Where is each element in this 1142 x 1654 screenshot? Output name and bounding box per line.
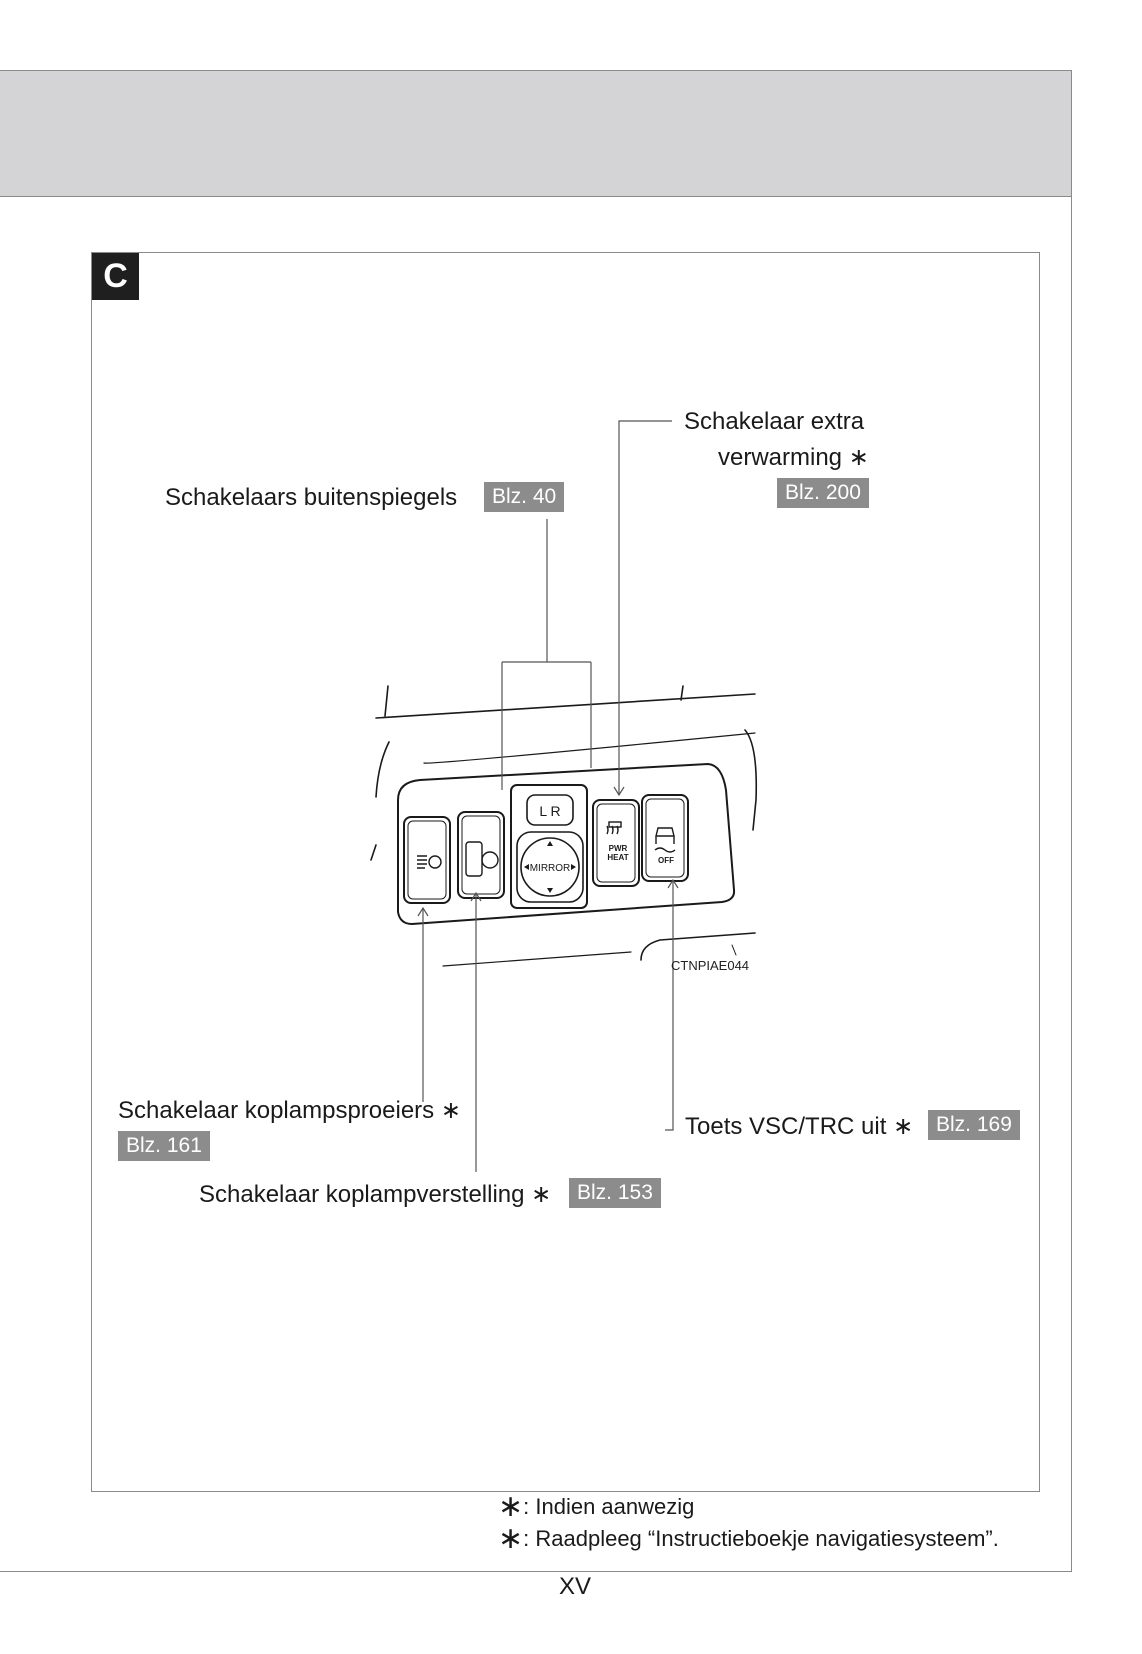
footnote-2-text: : Raadpleeg “Instructieboekje navigaties… — [523, 1526, 999, 1551]
leader-mirrors — [501, 519, 592, 790]
washer-icon-beams — [417, 855, 427, 869]
footnote-1-text: : Indien aanwezig — [523, 1494, 695, 1519]
pageref-headlamp-cleaner[interactable]: Blz. 161 — [118, 1131, 210, 1161]
dash-bottom-line — [442, 951, 632, 967]
page-frame-bottom — [0, 1571, 1072, 1572]
label-headlamp-cleaner-text: Schakelaar koplampsproeiers — [118, 1097, 435, 1124]
mirror-text: MIRROR — [530, 863, 571, 874]
heat-waves-icon — [606, 825, 619, 835]
label-vsc-trc-star: ∗ — [893, 1113, 914, 1140]
footnote-2: ∗: Raadpleeg “Instructieboekje navigatie… — [498, 1524, 999, 1554]
footnote-1: ∗: Indien aanwezig — [498, 1492, 695, 1522]
headlamp-icon — [428, 855, 442, 869]
dash-bottom-curve — [640, 932, 756, 961]
label-mirror-switches: Schakelaars buitenspiegels — [165, 484, 458, 511]
heat-text: HEAT — [607, 853, 628, 862]
image-code: CTNPIAE044 — [671, 958, 750, 973]
switch-bezel — [397, 762, 736, 926]
footnote-2-symbol: ∗ — [498, 1522, 524, 1555]
skid-car-icon — [654, 827, 676, 853]
page-frame-right — [1071, 70, 1072, 1572]
pageref-extra-heating[interactable]: Blz. 200 — [777, 478, 869, 508]
footnote-1-symbol: ∗ — [498, 1490, 524, 1523]
mirror-arrow-up-icon — [547, 841, 553, 846]
mirror-arrow-down-icon — [547, 888, 553, 893]
dash-line-top — [375, 693, 756, 719]
mirror-module-body — [510, 784, 588, 909]
label-extra-heating-line1: Schakelaar extra — [684, 408, 865, 435]
code-leader — [731, 944, 737, 956]
leader-vsc-trc — [665, 880, 674, 1131]
label-headlamp-leveling-star: ∗ — [531, 1181, 552, 1208]
pwr-text: PWR — [609, 844, 628, 853]
leveling-dial-body — [457, 811, 505, 899]
mirror-arrow-left-icon — [524, 864, 529, 870]
section-badge: C — [92, 253, 139, 300]
label-headlamp-cleaner-star: ∗ — [440, 1097, 461, 1124]
dash-curve-right — [423, 732, 756, 764]
label-vsc-trc: Toets VSC/TRC uit ∗ — [685, 1113, 913, 1141]
leader-headlamp-cleaner-arrow — [417, 906, 429, 917]
label-extra-heating-star: ∗ — [848, 444, 869, 471]
mirror-joystick-surround — [516, 831, 584, 903]
dash-tick-left — [384, 685, 389, 717]
header-band — [0, 70, 1072, 197]
leader-headlamp-leveling-arrow — [470, 891, 482, 902]
mirror-arrow-right-icon — [571, 864, 576, 870]
dash-curve-left-2 — [370, 844, 377, 861]
label-extra-heating-text: verwarming — [718, 444, 843, 471]
leveling-wheel-icon — [465, 841, 483, 877]
dash-curve-left — [375, 741, 390, 798]
leader-extra-heating — [618, 420, 672, 795]
page-number: XV — [558, 1573, 591, 1600]
label-vsc-trc-text: Toets VSC/TRC uit — [685, 1113, 887, 1140]
pageref-vsc-trc[interactable]: Blz. 169 — [928, 1110, 1020, 1140]
label-headlamp-leveling: Schakelaar koplampverstelling ∗ — [199, 1181, 551, 1209]
dash-tick-right — [680, 685, 684, 701]
content-panel — [91, 252, 1040, 1492]
headlamp-cleaner-switch-body — [403, 816, 451, 904]
heat-switch-body — [592, 799, 640, 887]
leader-extra-heating-arrow — [613, 786, 625, 797]
label-headlamp-leveling-text: Schakelaar koplampverstelling — [199, 1181, 525, 1208]
off-text: OFF — [658, 856, 674, 865]
label-extra-heating-line2: verwarming ∗ — [718, 444, 869, 472]
mirror-joystick — [520, 837, 580, 897]
heat-indicator-lamp — [608, 821, 622, 828]
vsc-switch-body — [641, 794, 689, 882]
dash-curve-right-2 — [744, 729, 758, 831]
mirror-lr-text: L R — [539, 803, 560, 819]
leader-vsc-trc-arrow — [667, 878, 679, 889]
label-headlamp-cleaner: Schakelaar koplampsproeiers ∗ — [118, 1097, 461, 1125]
pageref-mirrors[interactable]: Blz. 40 — [484, 482, 565, 512]
mirror-lr-selector — [526, 794, 574, 826]
pageref-headlamp-leveling[interactable]: Blz. 153 — [569, 1178, 661, 1208]
